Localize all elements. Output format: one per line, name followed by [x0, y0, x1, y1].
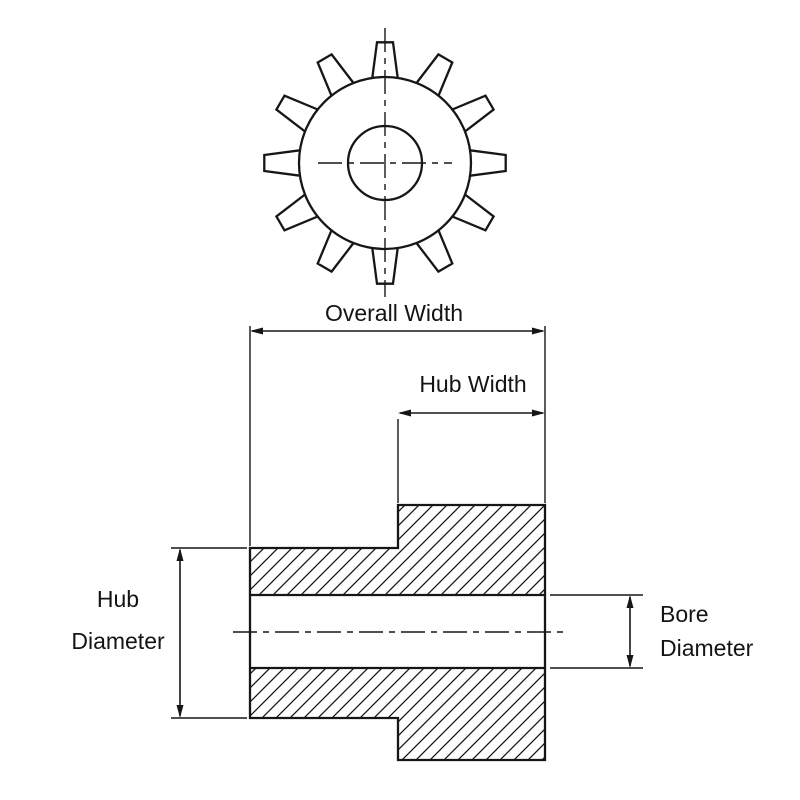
arrowhead-down-icon: [626, 655, 634, 668]
arrowhead-left-icon: [398, 409, 411, 417]
gear-teeth: [263, 41, 507, 285]
hub-width-label: Hub Width: [419, 371, 526, 397]
gear-front-view: [263, 28, 507, 297]
gear-root-circle: [297, 75, 473, 251]
arrowhead-right-icon: [532, 409, 545, 417]
dimension-hub-width: Hub Width: [397, 371, 545, 503]
hub-diameter-label-line2: Diameter: [71, 628, 165, 654]
arrowhead-up-icon: [626, 595, 634, 608]
overall-width-label: Overall Width: [325, 300, 463, 326]
hatch-left-upper: [250, 548, 398, 595]
bore-circle: [346, 124, 424, 202]
bore-diameter-label-line2: Diameter: [660, 635, 754, 661]
arrowhead-left-icon: [250, 327, 263, 335]
arrowhead-right-icon: [532, 327, 545, 335]
dimension-overall-width: Overall Width: [249, 300, 546, 546]
bore-diameter-label-line1: Bore: [660, 601, 709, 627]
section-view: [233, 503, 563, 762]
dimension-hub-diameter: Hub Diameter: [71, 547, 247, 719]
arrowhead-up-icon: [176, 548, 184, 561]
hatch-right-lower: [398, 668, 545, 760]
dimension-bore-diameter: Bore Diameter: [550, 594, 754, 669]
arrowhead-down-icon: [176, 705, 184, 718]
section-outline: [248, 503, 547, 762]
hub-diameter-label-line1: Hub: [97, 586, 139, 612]
hatch-right-upper: [398, 505, 545, 595]
hatch-left-lower: [250, 668, 398, 718]
